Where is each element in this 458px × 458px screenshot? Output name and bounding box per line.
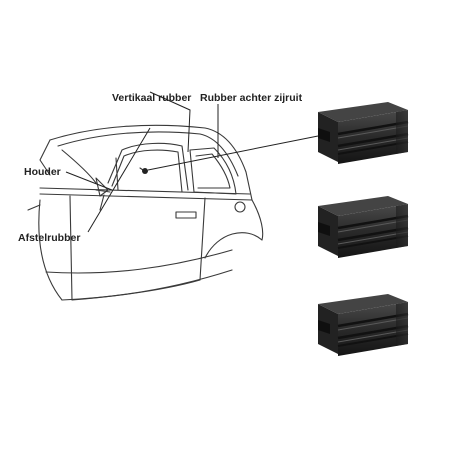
- leader-afstelrubber: [87, 127, 151, 233]
- leader-houder: [65, 171, 113, 191]
- label-houder: Houder: [24, 166, 61, 178]
- label-vertikaal-rubber: Vertikaal rubber: [112, 92, 192, 104]
- leader-dot: [142, 168, 148, 174]
- leader-parts: [147, 135, 319, 171]
- rubber-profile-1: [316, 100, 410, 166]
- car-outline: [27, 124, 264, 301]
- rubber-profile-2: [316, 194, 410, 260]
- leader-lines: [65, 91, 319, 233]
- rubber-profile-3: [316, 292, 410, 358]
- leader-vertikaal: [149, 91, 191, 153]
- label-afstelrubber: Afstelrubber: [18, 232, 81, 244]
- label-rubber-achter-zijruit: Rubber achter zijruit: [200, 92, 303, 104]
